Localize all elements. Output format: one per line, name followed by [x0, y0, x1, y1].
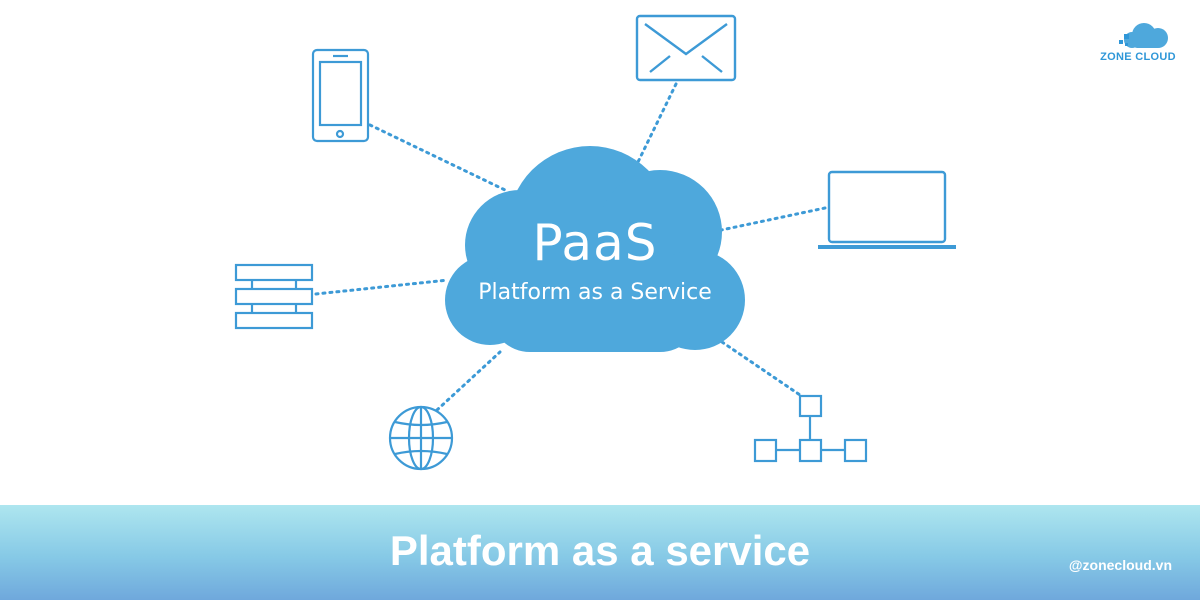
connector-globe [435, 350, 502, 412]
cloud-title: PaaS [532, 214, 658, 272]
social-handle: @zonecloud.vn [1068, 557, 1172, 573]
connector-network [720, 340, 802, 397]
cloud-logo-icon [1119, 23, 1168, 48]
brand-logo: ZONE CLOUD [1092, 18, 1184, 68]
connector-phone [368, 123, 507, 192]
bottom-banner: Platform as a service @zonecloud.vn [0, 505, 1200, 600]
laptop-icon [818, 170, 956, 249]
connector-laptop [710, 206, 827, 234]
cloud-subtitle: Platform as a Service [478, 280, 712, 305]
logo-text: ZONE CLOUD [1100, 51, 1176, 63]
globe-icon [388, 405, 454, 471]
connector-server [314, 278, 450, 296]
email-envelope-icon [635, 14, 737, 82]
paas-diagram: PaaS Platform as a Service [234, 14, 956, 471]
smartphone-icon [311, 48, 370, 143]
cloud-shape [445, 146, 745, 352]
diagram-canvas [234, 14, 956, 471]
connector-email [636, 82, 678, 164]
server-stack-icon [234, 263, 314, 330]
banner-title: Platform as a service [389, 527, 811, 574]
network-nodes-icon [753, 394, 868, 463]
